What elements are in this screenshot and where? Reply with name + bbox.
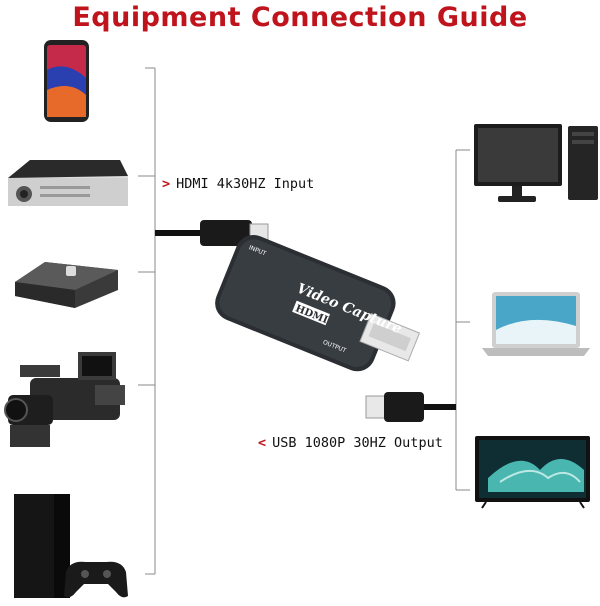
game-console-icon	[14, 494, 128, 598]
capture-device	[215, 234, 421, 372]
tv-icon	[475, 436, 590, 509]
left-bracket	[138, 67, 156, 575]
camcorder-icon	[4, 352, 125, 447]
usb-output-label: < USB 1080P 30HZ Output	[258, 435, 443, 451]
input-label-text: HDMI 4k30HZ Input	[176, 176, 315, 192]
laptop-icon	[482, 292, 590, 356]
input-arrow: >	[162, 176, 171, 192]
output-label-text: USB 1080P 30HZ Output	[272, 435, 443, 451]
projector-icon	[8, 160, 128, 206]
smartphone-icon	[44, 40, 89, 122]
output-arrow: <	[258, 435, 267, 451]
hdmi-cable	[155, 220, 269, 246]
right-bracket	[455, 149, 470, 491]
hdmi-input-label: > HDMI 4k30HZ Input	[162, 176, 314, 192]
tv-box-icon	[15, 262, 118, 308]
desktop-computer-icon	[474, 124, 598, 202]
usb-cable	[365, 392, 456, 422]
page-title: Equipment Connection Guide	[72, 2, 528, 33]
